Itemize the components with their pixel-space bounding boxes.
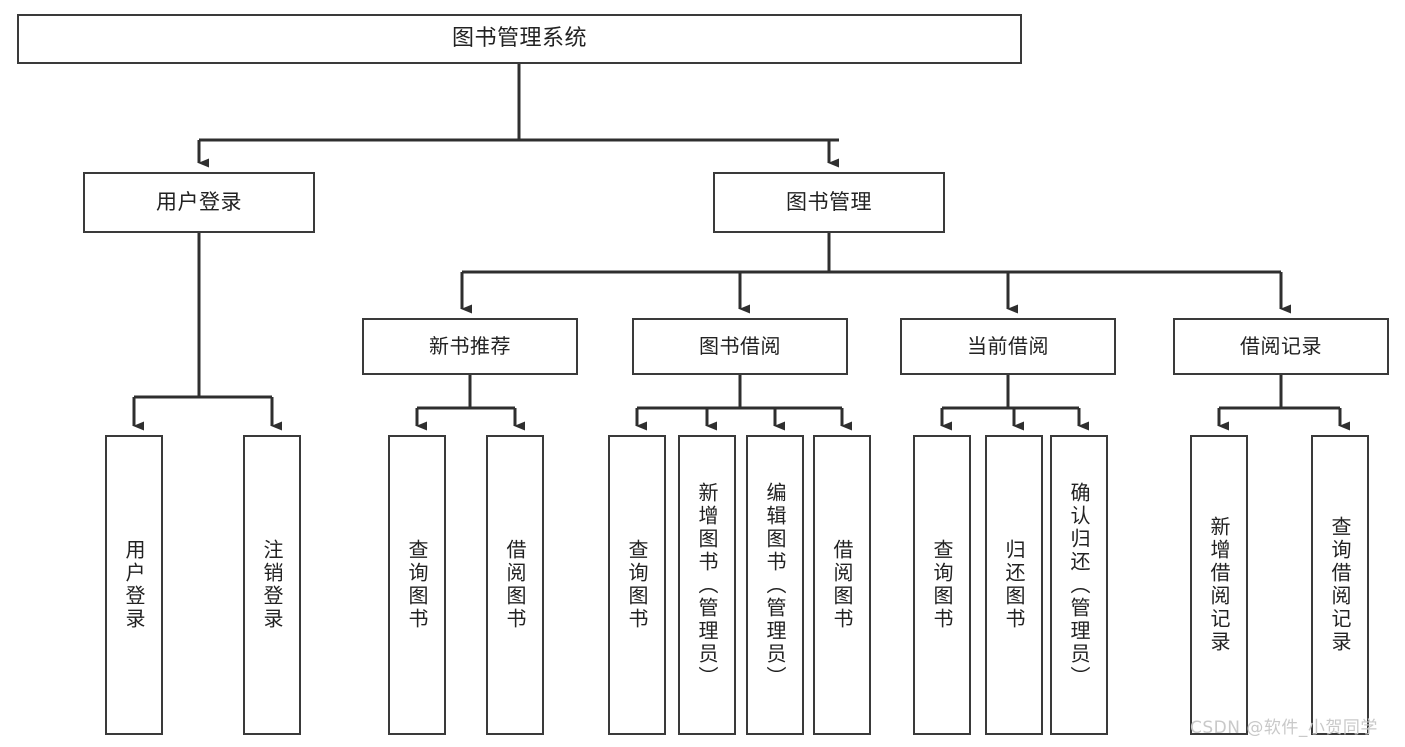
node-leaf-add-book[interactable]: 新增图书（管理员） <box>678 435 736 735</box>
node-leaf-borrow-book-1[interactable]: 借阅图书 <box>486 435 544 735</box>
node-leaf-query-book-3[interactable]: 查询图书 <box>913 435 971 735</box>
node-root[interactable]: 图书管理系统 <box>17 14 1022 64</box>
node-new-book-recommend[interactable]: 新书推荐 <box>362 318 578 375</box>
node-leaf-query-book-1-label: 查询图书 <box>405 539 429 631</box>
node-leaf-add-record[interactable]: 新增借阅记录 <box>1190 435 1248 735</box>
node-leaf-add-record-label: 新增借阅记录 <box>1207 516 1231 654</box>
node-book-management-label: 图书管理 <box>786 190 872 215</box>
node-leaf-edit-book[interactable]: 编辑图书（管理员） <box>746 435 804 735</box>
node-new-book-recommend-label: 新书推荐 <box>429 334 511 358</box>
node-leaf-query-book-3-label: 查询图书 <box>930 539 954 631</box>
node-leaf-query-book-2[interactable]: 查询图书 <box>608 435 666 735</box>
node-leaf-user-logout-label: 注销登录 <box>260 539 284 631</box>
node-current-borrow-label: 当前借阅 <box>967 334 1049 358</box>
node-leaf-edit-book-label: 编辑图书（管理员） <box>763 481 787 689</box>
node-user-login[interactable]: 用户登录 <box>83 172 315 233</box>
node-book-management[interactable]: 图书管理 <box>713 172 945 233</box>
node-leaf-confirm-return-label: 确认归还（管理员） <box>1067 481 1091 689</box>
node-leaf-query-record-label: 查询借阅记录 <box>1328 516 1352 654</box>
node-leaf-borrow-book-2[interactable]: 借阅图书 <box>813 435 871 735</box>
node-leaf-borrow-book-2-label: 借阅图书 <box>830 539 854 631</box>
node-borrow-record-label: 借阅记录 <box>1240 334 1322 358</box>
node-leaf-query-book-2-label: 查询图书 <box>625 539 649 631</box>
node-user-login-label: 用户登录 <box>156 190 242 215</box>
node-borrow-record[interactable]: 借阅记录 <box>1173 318 1389 375</box>
node-book-borrow[interactable]: 图书借阅 <box>632 318 848 375</box>
node-root-label: 图书管理系统 <box>451 26 587 52</box>
node-current-borrow[interactable]: 当前借阅 <box>900 318 1116 375</box>
node-leaf-confirm-return[interactable]: 确认归还（管理员） <box>1050 435 1108 735</box>
node-leaf-user-login-label: 用户登录 <box>122 539 146 631</box>
node-leaf-add-book-label: 新增图书（管理员） <box>695 481 719 689</box>
node-leaf-borrow-book-1-label: 借阅图书 <box>503 539 527 631</box>
node-book-borrow-label: 图书借阅 <box>699 334 781 358</box>
node-leaf-user-login[interactable]: 用户登录 <box>105 435 163 735</box>
node-leaf-return-book-label: 归还图书 <box>1002 539 1026 631</box>
node-leaf-user-logout[interactable]: 注销登录 <box>243 435 301 735</box>
node-leaf-return-book[interactable]: 归还图书 <box>985 435 1043 735</box>
node-leaf-query-book-1[interactable]: 查询图书 <box>388 435 446 735</box>
node-leaf-query-record[interactable]: 查询借阅记录 <box>1311 435 1369 735</box>
